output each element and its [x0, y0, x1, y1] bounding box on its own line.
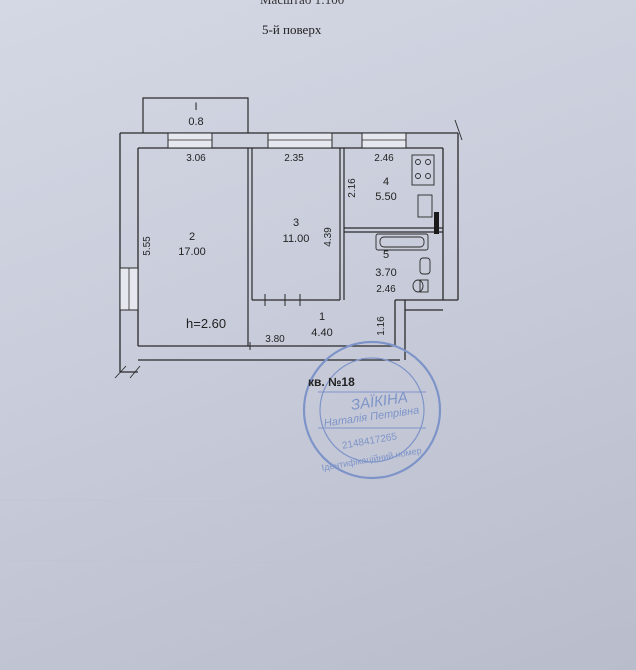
room-4-number: 4 [383, 176, 389, 188]
dim-room5-width: 2.46 [376, 284, 396, 295]
room-3-number: 3 [293, 217, 299, 229]
sink [419, 257, 431, 275]
windows [119, 132, 407, 311]
room-I-area: 0.8 [188, 116, 203, 128]
room-5-number: 5 [383, 249, 389, 261]
notary-stamp: ЗАЇКІНА Наталія Петрівна 2148417265 Іден… [302, 340, 442, 480]
dim-room4-width: 2.46 [374, 153, 394, 164]
balcony-outline [142, 97, 249, 133]
toilet [412, 279, 429, 293]
apartment-number: кв. №18 [308, 375, 355, 389]
dim-room3-depth: 4.39 [323, 227, 334, 247]
kitchen-stove [411, 154, 435, 218]
floor-header: 5-й поверх [262, 22, 322, 37]
interior-walls [247, 148, 443, 346]
dim-hall-depth: 1.16 [376, 316, 387, 336]
room-4-area: 5.50 [375, 191, 396, 203]
stamp-id: 2148417265 [341, 431, 398, 452]
room-I-number: I [194, 101, 197, 113]
dim-room2-width: 3.06 [186, 153, 206, 164]
room-1-area: 4.40 [311, 327, 332, 339]
dim-room2-depth: 5.55 [142, 236, 153, 256]
room-2-number: 2 [189, 231, 195, 243]
bathtub [375, 233, 429, 251]
dim-room4-depth: 2.16 [347, 178, 358, 198]
room-3-area: 11.00 [283, 233, 310, 245]
outer-walls [119, 132, 459, 373]
gas-pipe [434, 212, 439, 234]
room-5-area: 3.70 [375, 267, 396, 279]
scale-header: Масштаб 1:100 [260, 0, 400, 8]
dim-hall-width: 3.80 [265, 334, 285, 345]
room-2-area: 17.00 [178, 246, 206, 258]
ceiling-height: h=2.60 [186, 316, 226, 331]
room-1-number: 1 [319, 311, 325, 323]
dim-room3-width: 2.35 [284, 153, 304, 164]
